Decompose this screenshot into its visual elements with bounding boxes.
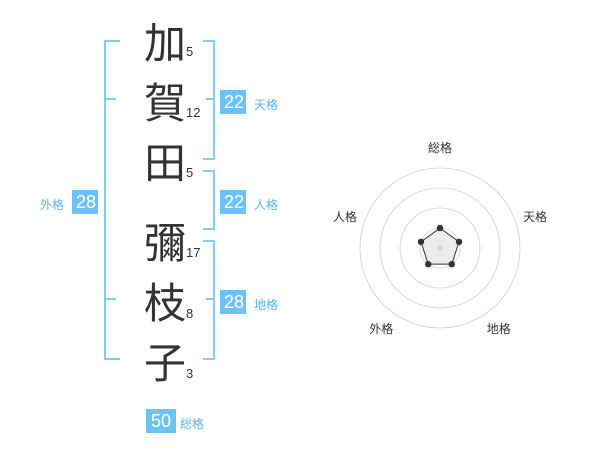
radar-axis-label-1: 総格 [428,140,452,155]
radar-axis-label-4: 外格 [369,321,393,336]
tenkaku-bracket-tick [206,98,215,100]
radar-axis-label-3: 地格 [487,321,511,336]
soukaku-value-badge: 50 [146,409,176,433]
gaikaku-label: 外格 [40,198,65,212]
name-char-4: 彌 [143,219,186,268]
radar-point-4 [425,260,432,268]
radar-center-dot [437,245,443,251]
tenkaku-label: 天格 [254,98,279,112]
stroke-count-3: 5 [186,165,194,180]
name-char-5: 枝 [143,279,186,328]
chikaku-bracket [203,240,215,360]
gaikaku-bracket-tick-bottom [104,298,116,300]
radar-ring-4 [359,167,521,329]
gaikaku-bracket [104,40,120,360]
radar-ring-3 [379,187,501,309]
name-char-2: 賀 [143,79,186,128]
chikaku-label: 地格 [254,298,279,312]
gaikaku-value-badge: 28 [72,190,98,214]
stroke-count-4: 17 [186,245,201,260]
tenkaku-bracket [203,40,215,160]
chikaku-bracket-tick [206,298,215,300]
radar-point-3 [448,260,455,268]
stroke-count-2: 12 [186,105,201,120]
tenkaku-value-badge: 22 [220,90,246,114]
name-char-1: 加 [143,19,186,68]
stroke-count-6: 3 [186,366,194,381]
stroke-count-5: 8 [186,306,194,321]
gaikaku-bracket-tick-top [104,98,116,100]
jinkaku-value-badge: 22 [220,190,246,214]
radar-ring-2 [399,207,481,289]
jinkaku-label: 人格 [254,198,279,212]
radar-axis-label-2: 天格 [523,209,547,224]
radar-point-2 [455,238,463,246]
name-char-6: 子 [143,339,186,388]
radar-point-5 [417,238,425,246]
stroke-count-1: 5 [186,44,194,59]
radar-point-1 [436,224,444,232]
chikaku-value-badge: 28 [220,290,246,314]
jinkaku-bracket [203,170,215,230]
name-char-3: 田 [143,139,186,188]
soukaku-label: 総格 [180,417,205,431]
radar-axis-label-5: 人格 [333,209,357,224]
